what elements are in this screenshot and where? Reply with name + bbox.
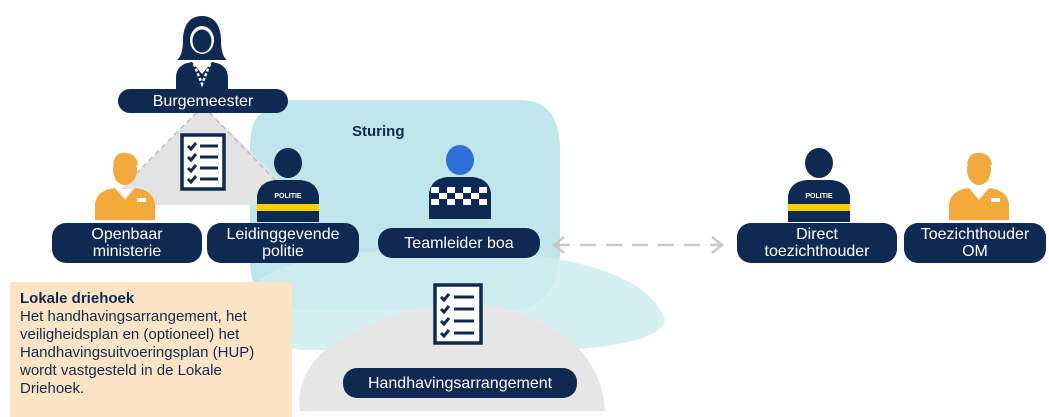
node-openbaar-ministerie: Openbaar ministerie [52,223,202,263]
sturing-label: Sturing [352,123,405,140]
dashed-double-arrow-icon [551,236,725,254]
person-orange-icon [95,152,155,220]
node-burgemeester: Burgemeester [118,89,288,113]
boa-officer-icon [429,145,491,219]
checklist-icon [180,133,226,191]
triangle-edge-right [202,105,281,186]
node-leidinggevende-politie: Leidinggevende politie [207,223,359,263]
police-badge-text: POLITIE [805,193,833,200]
checklist-icon [433,283,483,345]
police-officer-icon: POLITIE [788,148,850,222]
info-box-lokale-driehoek: Lokale driehoek Het handhavingsarrangeme… [10,282,292,417]
info-box-body: Het handhavingsarrangement, het veilighe… [20,308,255,397]
node-handhavingsarrangement: Handhavingsarrangement [343,368,577,398]
triangle-edge-left [124,105,204,186]
node-direct-toezichthouder: Direct toezichthouder [737,223,897,263]
node-teamleider-boa: Teamleider boa [378,228,540,258]
info-box-title: Lokale driehoek [20,290,135,307]
node-toezichthouder-om: Toezichthouder OM [904,223,1046,263]
person-female-icon [176,16,228,92]
police-badge-text: POLITIE [274,193,302,200]
police-officer-icon: POLITIE [257,148,319,222]
person-orange-icon [949,152,1009,220]
